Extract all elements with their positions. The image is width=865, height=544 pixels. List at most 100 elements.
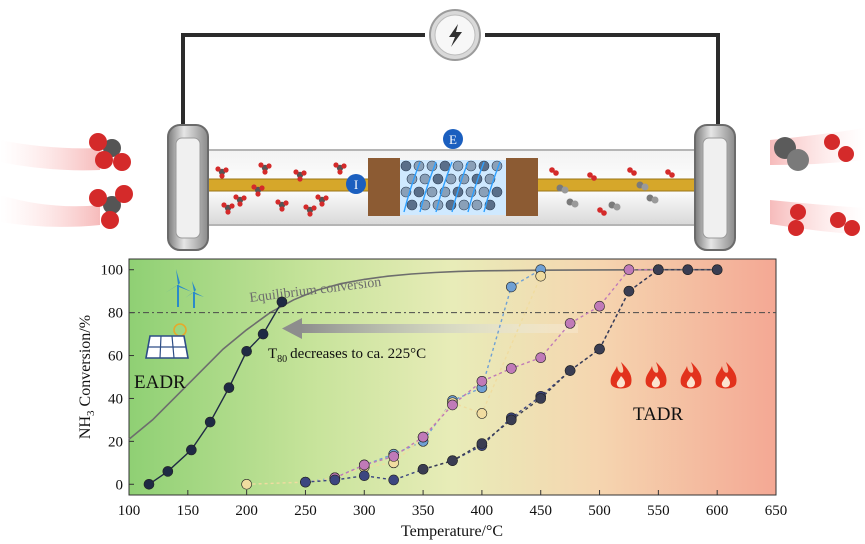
data-point <box>506 363 517 374</box>
h2-molecule-icon <box>788 204 806 236</box>
data-series <box>143 264 723 490</box>
right-end-cap <box>694 124 736 251</box>
x-tick-label: 100 <box>118 503 141 519</box>
catalyst-bed <box>368 158 538 216</box>
data-point <box>535 270 547 282</box>
data-point <box>358 459 370 471</box>
x-tick-label: 350 <box>412 503 435 519</box>
y-tick-label: 100 <box>101 263 124 279</box>
plasma-filament <box>451 161 469 213</box>
tadr-label: TADR <box>633 404 684 425</box>
data-point <box>358 470 370 481</box>
data-point <box>186 444 197 456</box>
t80-text: decreases to ca. 225°C <box>290 346 426 362</box>
t80-symbol: T <box>268 346 277 362</box>
y-tick-label: 0 <box>116 477 124 493</box>
data-point <box>476 375 488 387</box>
flame-icons <box>610 362 737 389</box>
plasma-filament <box>403 161 421 213</box>
tube-molecules <box>215 162 675 217</box>
data-point <box>711 264 723 276</box>
data-point <box>447 455 458 466</box>
current-marker: I <box>346 174 366 194</box>
data-point <box>594 300 605 312</box>
nh3-molecule-icon <box>89 133 131 171</box>
data-point <box>257 328 269 340</box>
data-point <box>241 345 252 357</box>
data-point <box>143 478 155 490</box>
data-point <box>623 264 635 276</box>
catalyst-particle <box>426 186 438 198</box>
x-tick-label: 550 <box>647 503 670 519</box>
y-axis-label: NH3 Conversion/% <box>77 315 97 439</box>
y-axis-label-prefix: NH <box>77 416 94 440</box>
catalyst-particle <box>400 160 412 172</box>
x-tick-label: 500 <box>588 503 611 519</box>
x-axis-label: Temperature/°C <box>401 523 503 540</box>
data-point <box>204 416 216 428</box>
catalyst-particle <box>471 199 483 211</box>
n2-molecule-icon <box>774 137 809 171</box>
series-line <box>305 269 542 483</box>
y-tick-label: 80 <box>108 306 123 322</box>
t80-subscript: 80 <box>277 354 287 365</box>
x-tick-label: 300 <box>353 503 376 519</box>
t80-shift-arrow <box>282 318 578 339</box>
data-point <box>476 438 488 449</box>
data-point <box>162 466 174 477</box>
catalyst-particle <box>452 160 464 172</box>
left-end-cap <box>167 124 209 251</box>
h2-molecule-icon <box>830 212 860 236</box>
data-point <box>623 285 635 297</box>
data-point <box>276 296 288 308</box>
wind-turbine-icon <box>165 269 192 307</box>
right-wire <box>485 33 720 130</box>
data-point <box>506 414 517 426</box>
outlet-gas-stream <box>770 128 865 236</box>
catalyst-particle <box>478 186 490 198</box>
reactor-illustration: E I <box>0 9 865 251</box>
y-axis-label-suffix: Conversion/% <box>77 315 94 411</box>
eadr-label: EADR <box>134 372 186 393</box>
data-point <box>329 474 341 486</box>
x-tick-label: 150 <box>177 503 200 519</box>
power-source <box>429 9 481 61</box>
label-i: I <box>354 177 358 192</box>
left-wire <box>181 33 425 130</box>
catalyst-particle <box>484 199 496 211</box>
data-point <box>476 408 488 419</box>
data-point <box>682 264 694 276</box>
flame-icon <box>715 362 737 389</box>
h2-molecule-icon <box>824 134 854 162</box>
data-point <box>564 318 576 329</box>
x-tick-label: 250 <box>294 503 317 519</box>
x-tick-label: 600 <box>706 503 729 519</box>
plasma-filament <box>483 161 501 213</box>
equilibrium-curve <box>128 268 718 440</box>
data-point <box>594 343 605 355</box>
label-e: E <box>449 132 457 147</box>
y-tick-label: 20 <box>108 434 123 450</box>
catalyst-particle <box>413 186 425 198</box>
data-point <box>388 474 399 486</box>
data-point <box>300 476 311 488</box>
plasma-filament <box>419 161 437 213</box>
plasma-filament <box>435 161 453 213</box>
y-tick-label: 40 <box>108 391 123 407</box>
series-line <box>422 269 718 470</box>
catalyst-particle <box>432 173 444 185</box>
flame-icon <box>645 362 667 389</box>
wind-turbine-icon <box>185 281 204 308</box>
electric-field-marker: E <box>443 129 463 149</box>
data-point <box>564 365 576 376</box>
x-tick-label: 650 <box>765 503 788 519</box>
data-point <box>417 431 429 443</box>
data-point <box>417 463 429 475</box>
x-tick-label: 400 <box>471 503 494 519</box>
plasma-filament <box>467 161 485 213</box>
lightning-bolt-icon <box>449 24 462 47</box>
solar-panel-icon <box>145 323 189 359</box>
x-tick-label: 450 <box>529 503 552 519</box>
x-tick-label: 200 <box>235 503 258 519</box>
